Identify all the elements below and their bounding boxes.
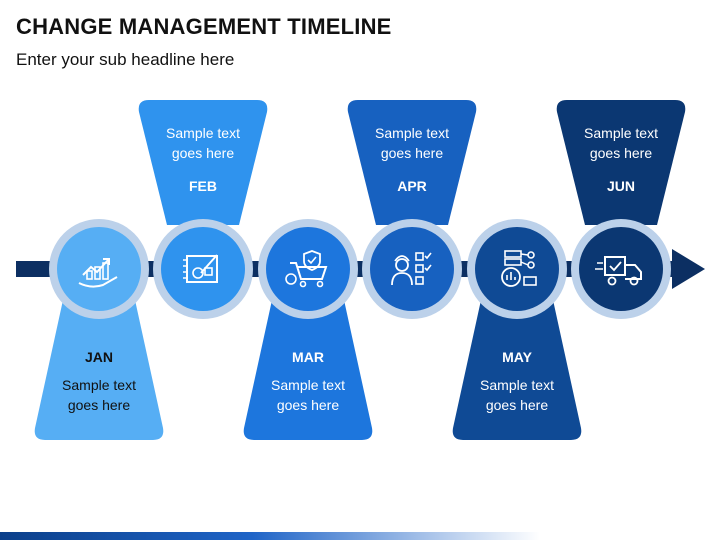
page-title: CHANGE MANAGEMENT TIMELINE [16,14,392,39]
delivery-truck-icon [595,256,642,286]
stage-card-jan [34,300,164,440]
server-settings-icon [501,250,537,287]
stage-circle-jun [579,227,663,311]
drawing-board-icon [183,254,218,283]
stage-month-apr: APR [397,178,427,194]
shopping-cart-shield-icon [285,250,328,288]
page-subtitle: Enter your sub headline here [16,50,235,69]
stage-text-mar: Sample text goes here [271,377,345,413]
stage-month-may: MAY [502,349,532,365]
footer-bar [0,532,720,540]
stage-card-mar [243,300,373,440]
stage-month-jan: JAN [84,349,113,365]
stage-month-feb: FEB [189,178,217,194]
stage-month-mar: MAR [292,349,324,365]
stage-circle-apr [370,227,454,311]
stage-circle-may [475,227,559,311]
engineer-checklist-icon [391,252,432,286]
stage-card-may [452,300,582,440]
timeline-arrow-head [672,249,705,289]
stage-text-apr: Sample text goes here [375,125,449,161]
growth-chart-hand-icon [78,258,118,288]
stage-text-may: Sample text goes here [480,377,554,413]
stage-card-apr [347,100,477,225]
stage-circle-feb [161,227,245,311]
stage-text-feb: Sample text goes here [166,125,240,161]
stage-month-jun: JUN [606,178,635,194]
stage-card-feb [138,100,268,225]
stage-text-jan: Sample text goes here [62,377,136,413]
stage-text-jun: Sample text goes here [584,125,658,161]
stage-card-jun [556,100,686,225]
